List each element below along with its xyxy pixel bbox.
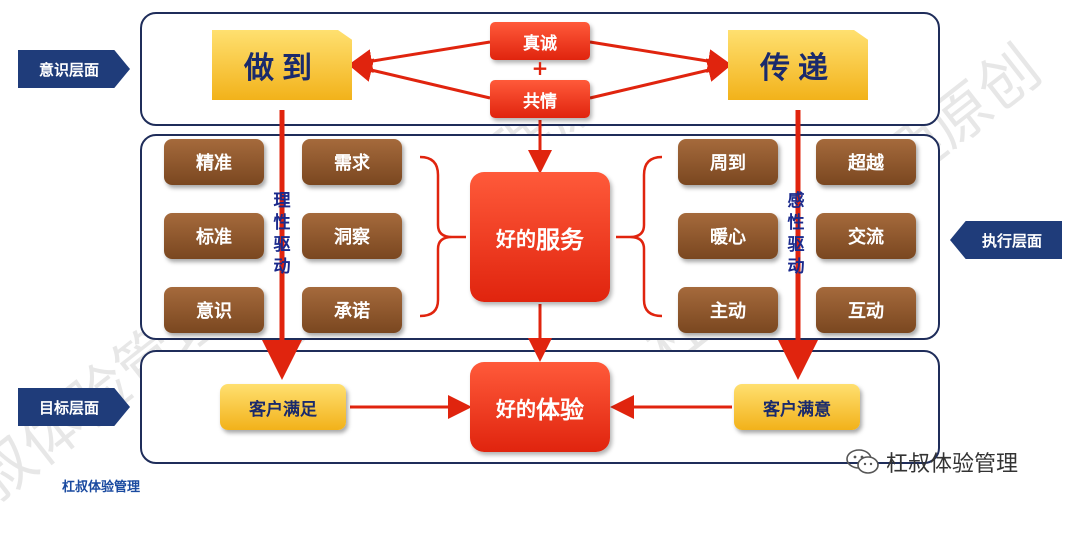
item-awareness: 意识 (164, 287, 264, 333)
empathy-node: 共情 (490, 80, 590, 118)
customer-pleased-node: 客户满意 (734, 384, 860, 430)
item-needs: 需求 (302, 139, 402, 185)
good-experience-node: 好的体验 (470, 362, 610, 452)
good-service-prefix: 好的 (496, 226, 536, 251)
item-thoughtful: 周到 (678, 139, 778, 185)
convey-node: 传递 (728, 30, 868, 100)
good-experience-main: 体验 (536, 395, 584, 424)
brand-mark: 杠叔体验管理 (846, 446, 1018, 478)
execution-level-label: 执行层面 (950, 221, 1062, 259)
do-node: 做到 (212, 30, 352, 100)
item-insight: 洞察 (302, 213, 402, 259)
item-proactive: 主动 (678, 287, 778, 333)
sincere-node: 真诚 (490, 22, 590, 60)
good-service-main: 服务 (536, 225, 584, 254)
footer-text: 杠叔体验管理 (62, 480, 141, 495)
item-commitment: 承诺 (302, 287, 402, 333)
plus-sign: + (531, 56, 549, 80)
item-interact: 互动 (816, 287, 916, 333)
item-standard: 标准 (164, 213, 264, 259)
customer-satisfied-node: 客户满足 (220, 384, 346, 430)
item-precise: 精准 (164, 139, 264, 185)
brand-name: 杠叔体验管理 (886, 452, 1019, 477)
wechat-icon (846, 449, 879, 474)
awareness-level-label: 意识层面 (18, 50, 130, 88)
item-warm: 暖心 (678, 213, 778, 259)
item-exceed: 超越 (816, 139, 916, 185)
rational-driver-label: 理性驱动 (273, 191, 291, 277)
item-communicate: 交流 (816, 213, 916, 259)
good-service-node: 好的服务 (470, 172, 610, 302)
goal-level-label: 目标层面 (18, 388, 130, 426)
good-experience-prefix: 好的 (496, 396, 536, 421)
emotional-driver-label: 感性驱动 (787, 191, 805, 277)
